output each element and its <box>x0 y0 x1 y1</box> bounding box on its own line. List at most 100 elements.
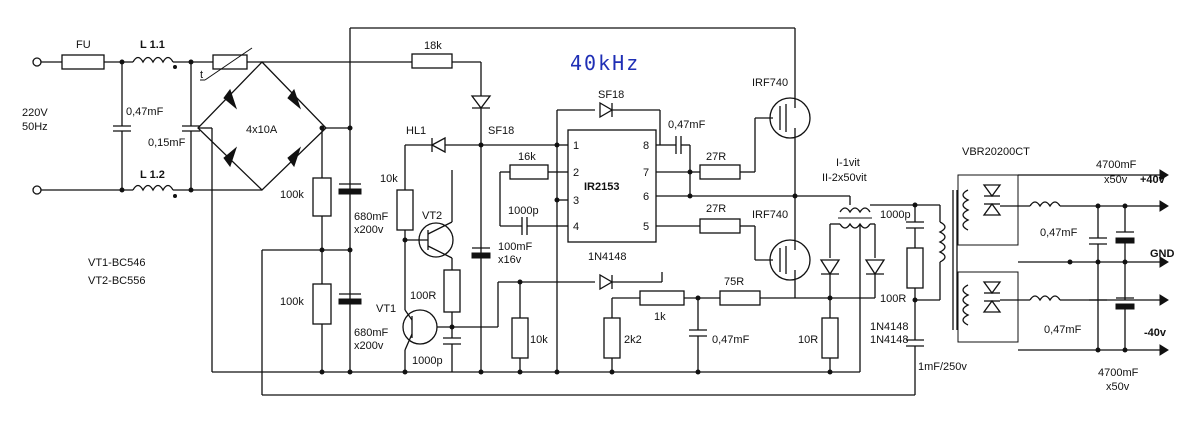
resistor-75r <box>719 290 761 306</box>
label-mains-freq: 50Hz <box>22 121 48 133</box>
label-mains: 220V <box>22 107 48 119</box>
label-100k-top: 100k <box>280 189 304 201</box>
label-1n4148-a: 1N4148 <box>870 321 909 333</box>
label-plus40: +40v <box>1140 174 1166 186</box>
label-frequency: 40kHz <box>570 51 640 75</box>
label-1n4148-b: 1N4148 <box>870 334 909 346</box>
inductor-l11 <box>132 56 174 64</box>
resistor-10r <box>821 317 839 359</box>
pin-6: 6 <box>643 191 649 203</box>
label-sf18-left: SF18 <box>488 125 514 137</box>
pin-5: 5 <box>643 221 649 233</box>
mosfet-bottom <box>769 239 811 281</box>
label-rectifier: VBR20200CT <box>962 146 1030 158</box>
label-1000p-vt: 1000p <box>412 355 443 367</box>
snubber <box>906 204 940 395</box>
thermistor <box>212 54 248 70</box>
label-snubber-c: 1000p <box>880 209 911 221</box>
pin-8: 8 <box>643 140 649 152</box>
led-hl1 <box>430 136 446 154</box>
label-10k-vt: 10k <box>380 173 398 185</box>
label-100mf-v: x16v <box>498 254 522 266</box>
label-vt2: VT2 <box>422 210 442 222</box>
capacitor-100mf <box>471 252 491 259</box>
resistor-100r <box>443 269 461 313</box>
label-snubber-r: 100R <box>880 293 906 305</box>
pin-2: 2 <box>573 167 579 179</box>
capacitor-680-bottom <box>338 298 362 305</box>
label-cx1: 0,47mF <box>126 106 164 118</box>
resistor-27r-bottom <box>699 218 741 234</box>
label-hl1: HL1 <box>406 125 426 137</box>
label-10r: 10R <box>798 334 818 346</box>
resistor-10k-vt <box>396 189 414 231</box>
resistor-27r-top <box>699 164 741 180</box>
label-cout-bottom-v: x50v <box>1106 381 1130 393</box>
resistor-100k-bottom <box>312 283 332 325</box>
label-l11: L 1.1 <box>140 39 165 51</box>
label-l12: L 1.2 <box>140 169 165 181</box>
resistor-16k <box>509 164 549 180</box>
startup-circuit <box>350 53 492 375</box>
capacitor-680-top <box>338 188 362 195</box>
label-10k-bottom: 10k <box>530 334 548 346</box>
mains-input <box>32 47 350 198</box>
potentiometer-1k <box>639 290 685 306</box>
mains-terminal-bottom <box>32 185 42 195</box>
label-c047-out1: 0,47mF <box>1040 227 1078 239</box>
label-irf-bottom: IRF740 <box>752 209 788 221</box>
label-pot-1k: 1k <box>654 311 666 323</box>
diode-1n4148-a <box>819 259 841 276</box>
label-680-top: 680mF <box>354 211 389 223</box>
label-vt1: VT1 <box>376 303 396 315</box>
note-vt2: VT2-BC556 <box>88 275 145 287</box>
bulk-capacitors <box>312 125 362 375</box>
label-27r-bottom: 27R <box>706 203 726 215</box>
pin-4: 4 <box>573 221 579 233</box>
resistor-100k-top <box>312 177 332 217</box>
label-680-bottom: 680mF <box>354 327 389 339</box>
bridge-rectifier <box>197 61 350 372</box>
label-1mf: 1mF/250v <box>918 361 967 373</box>
component-labels: FU L 1.1 L 1.2 220V 50Hz 0,47mF 0,15mF t… <box>22 39 1175 393</box>
label-cout-bottom: 4700mF <box>1098 367 1139 379</box>
mosfet-top <box>769 97 811 139</box>
label-75r: 75R <box>724 276 744 288</box>
diode-1n4148-top <box>599 273 614 291</box>
half-bridge <box>690 97 811 298</box>
label-680-top-v: x200v <box>354 224 384 236</box>
diode-1n4148-b <box>864 259 886 276</box>
label-27r-top: 27R <box>706 151 726 163</box>
label-irf-top: IRF740 <box>752 77 788 89</box>
label-ic: IR2153 <box>584 181 619 193</box>
label-047-bottom: 0,47mF <box>712 334 750 346</box>
current-sense <box>819 196 918 375</box>
label-fuse: FU <box>76 39 91 51</box>
label-cx2: 0,15mF <box>148 137 186 149</box>
label-transformer-i: I-1vit <box>836 157 860 169</box>
label-100k-bottom: 100k <box>280 296 304 308</box>
label-minus40: -40v <box>1144 327 1167 339</box>
label-cout-top: 4700mF <box>1096 159 1137 171</box>
diode-sf18-left <box>470 95 492 110</box>
ic-ir2153 <box>481 101 850 372</box>
pin-1: 1 <box>573 140 579 152</box>
label-1000p-ic: 1000p <box>508 205 539 217</box>
resistor-snubber <box>906 247 924 289</box>
label-sf18-top: SF18 <box>598 89 624 101</box>
resistor-10k-bottom <box>511 317 529 359</box>
note-vt1: VT1-BC546 <box>88 257 145 269</box>
label-bridge: 4x10A <box>246 124 278 136</box>
output-stage <box>982 169 1169 356</box>
feedback-circuit <box>498 272 830 375</box>
resistor-2k2 <box>603 317 621 359</box>
pin-7: 7 <box>643 167 649 179</box>
label-thermistor: t <box>200 69 203 81</box>
label-680-bottom-v: x200v <box>354 340 384 352</box>
label-100r: 100R <box>410 290 436 302</box>
label-1n4148-top: 1N4148 <box>588 251 627 263</box>
label-gnd: GND <box>1150 248 1175 260</box>
protection-circuit <box>396 136 499 375</box>
sense-transformer <box>839 207 871 214</box>
